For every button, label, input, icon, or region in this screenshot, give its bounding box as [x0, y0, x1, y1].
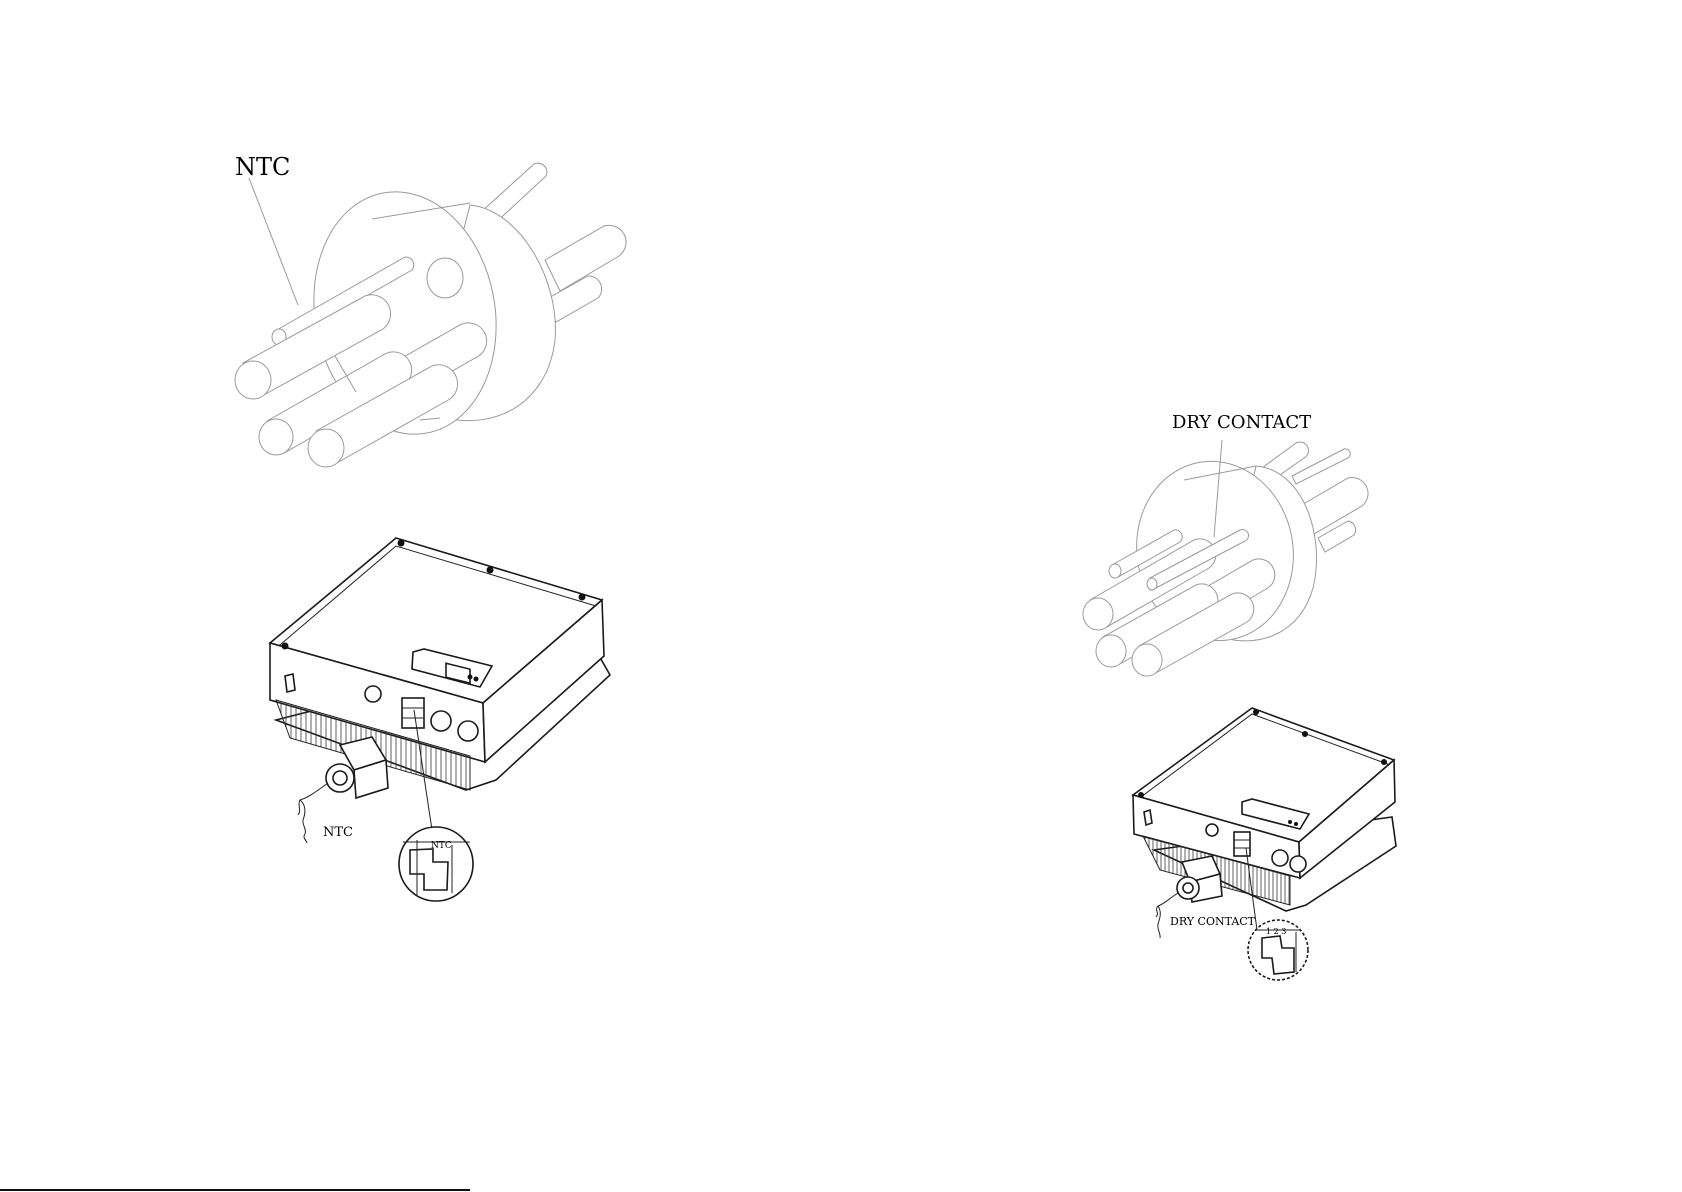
lid-screw	[1302, 731, 1308, 737]
lid-screw	[282, 643, 289, 650]
zoom-terminal-numbers: 1 2 3	[1266, 927, 1286, 936]
side-connector	[285, 674, 295, 692]
ac-connector	[1206, 824, 1218, 836]
dc-connector	[1272, 850, 1288, 866]
inverter-left	[270, 538, 610, 843]
ntc-leader-line	[249, 178, 298, 305]
lid-screw	[398, 540, 405, 547]
ntc-gland-label: NTC	[235, 153, 290, 181]
dc-connector	[1290, 856, 1306, 872]
lid-screw	[579, 594, 586, 601]
ntc-port-zoom-detail: NTC	[399, 827, 473, 901]
dry-contact-gland-label: DRY CONTACT	[1172, 412, 1311, 433]
dry-contact-port-zoom-detail: 1 2 3	[1248, 920, 1308, 980]
dc-connector	[431, 711, 451, 731]
dry-contact-cable-gland	[1083, 440, 1368, 676]
inverter-right	[1133, 708, 1396, 938]
lid-screw	[1381, 759, 1387, 765]
ac-connector	[365, 686, 381, 702]
zoom-ntc-text: NTC	[431, 841, 452, 851]
comm-port-block	[402, 698, 424, 728]
lid-screw	[1253, 709, 1259, 715]
dry-contact-inverter-label: DRY CONTACT	[1170, 915, 1256, 928]
comm-port-block	[1234, 832, 1250, 856]
ntc-cable-gland	[235, 163, 626, 467]
side-connector	[1144, 810, 1152, 825]
lid-screw	[487, 567, 494, 574]
dc-connector	[458, 721, 478, 741]
gland-hole	[427, 258, 463, 298]
ntc-inverter-label: NTC	[323, 825, 353, 840]
lid-screw	[1138, 792, 1144, 798]
